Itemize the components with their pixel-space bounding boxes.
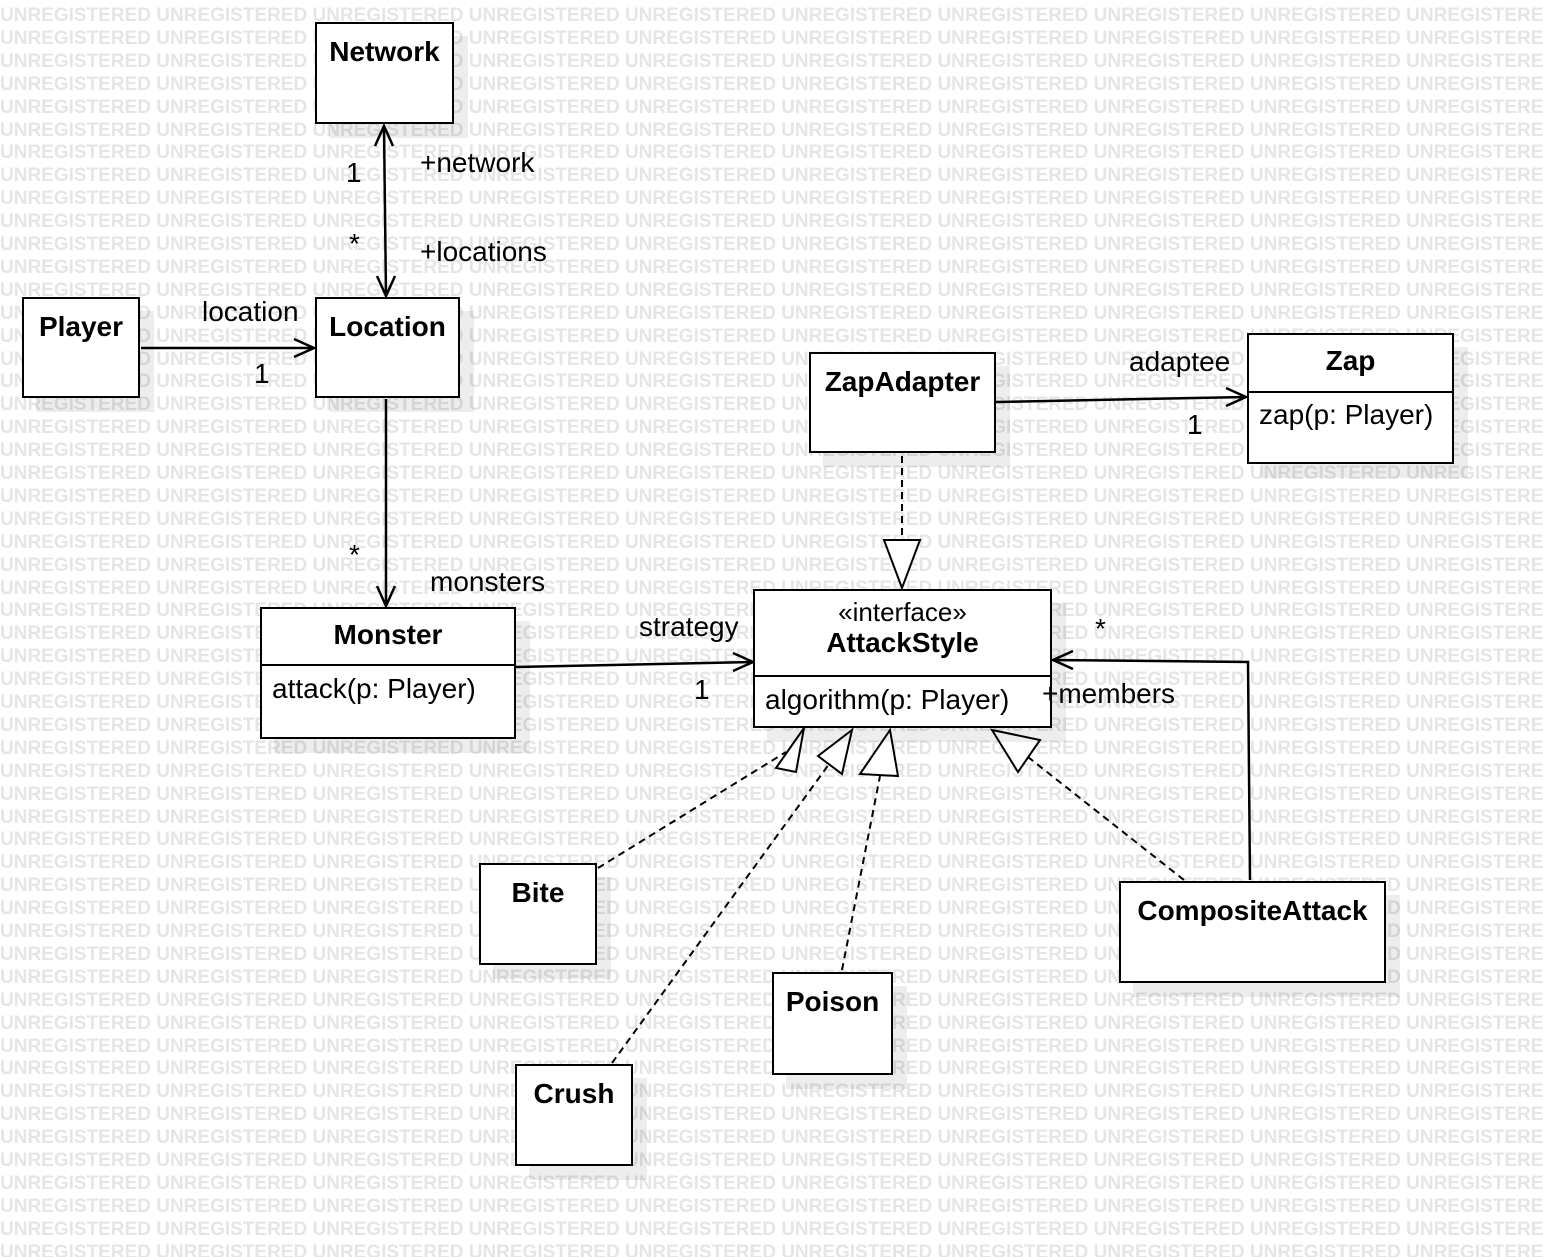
class-name: CompositeAttack [1137,895,1368,926]
class-name: AttackStyle [826,627,979,658]
realization-triangle-composite [989,728,1042,774]
class-name: Location [329,311,446,342]
compartment-divider [262,664,514,666]
arrowhead-adaptee [1225,386,1250,408]
class-zap-adapter[interactable]: ZapAdapter [809,352,996,453]
arrowhead-location [293,337,318,359]
class-name: Bite [511,877,565,908]
role-adaptee: adaptee [1129,346,1231,377]
bite-realization [597,751,787,869]
composite-members-association [1052,658,1252,881]
class-title: «interface» AttackStyle [755,591,1050,659]
class-zap[interactable]: Zap zap(p: Player) [1247,333,1454,464]
class-network[interactable]: Network [315,22,454,124]
arrowhead-locations [375,275,397,300]
class-crush[interactable]: Crush [515,1064,633,1166]
class-operation: attack(p: Player) [272,673,476,704]
compartment-divider [1249,391,1452,393]
class-name: Monster [333,619,443,650]
arrowhead-monsters [375,585,397,610]
crush-realization [611,759,833,1064]
role-locations: +locations [420,236,547,267]
class-operation: zap(p: Player) [1259,399,1434,430]
multiplicity-locations: * [349,228,360,259]
realization-triangle-crush [816,727,854,776]
class-player[interactable]: Player [22,297,140,398]
multiplicity-adaptee: 1 [1187,409,1203,440]
multiplicity-location: 1 [254,358,270,389]
role-strategy: strategy [639,611,739,642]
poison-realization [841,775,881,971]
monster-attackstyle-association [515,660,754,669]
class-location[interactable]: Location [315,297,460,398]
role-network: +network [420,147,535,178]
arrowhead-members [1049,649,1074,671]
class-name: Zap [1325,345,1376,376]
multiplicity-members: * [1095,613,1106,644]
zapadapter-zap-association [995,395,1247,404]
class-name: Network [329,36,440,67]
compartment-divider [755,675,1050,677]
realization-triangle-bite [774,727,805,774]
multiplicity-network: 1 [346,157,362,188]
stereotype: «interface» [838,597,967,627]
multiplicity-strategy: 1 [694,674,710,705]
class-operation: algorithm(p: Player) [765,684,1010,715]
role-location: location [202,296,299,327]
class-name: ZapAdapter [824,366,981,397]
role-members: +members [1042,678,1176,709]
class-bite[interactable]: Bite [479,863,597,965]
class-composite-attack[interactable]: CompositeAttack [1119,881,1386,983]
class-poison[interactable]: Poison [772,972,893,1075]
role-monsters: monsters [430,566,546,597]
realization-triangle-zapadapter [882,539,922,591]
class-name: Poison [785,986,880,1017]
class-monster[interactable]: Monster attack(p: Player) [260,607,516,739]
class-name: Player [38,311,124,342]
class-name: Crush [533,1078,615,1109]
network-location-association [382,125,388,297]
composite-realization [1027,756,1185,881]
realization-triangle-poison [858,727,900,778]
multiplicity-monsters: * [349,539,360,570]
class-attack-style[interactable]: «interface» AttackStyle algorithm(p: Pla… [753,589,1052,728]
arrowhead-network [373,122,395,147]
